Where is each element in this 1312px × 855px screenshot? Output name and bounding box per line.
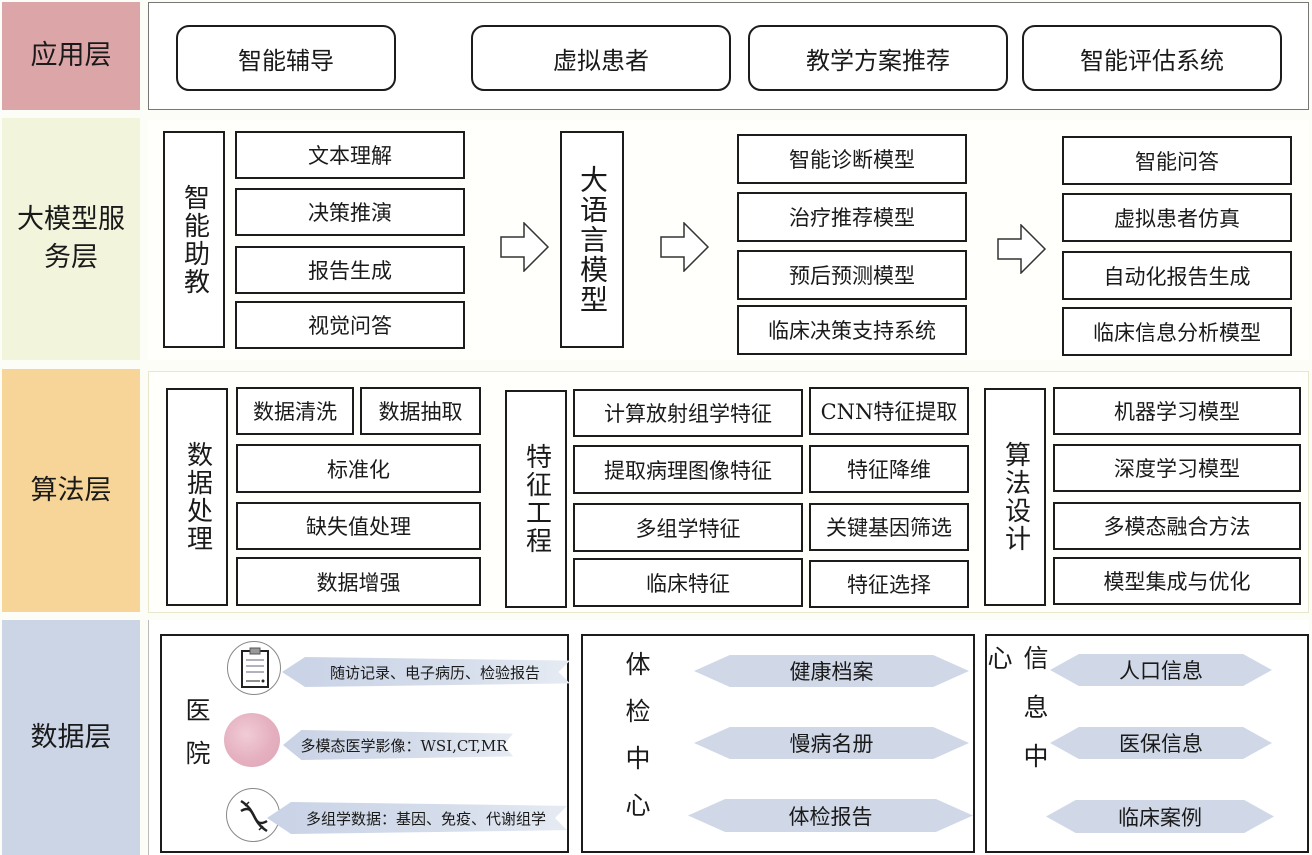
checkup-data-item: 体检报告 — [688, 799, 973, 832]
feature-engineering-title: 特征工程 — [505, 390, 567, 608]
data-processing-item: 标准化 — [236, 444, 481, 493]
algorithm-item: 模型集成与优化 — [1053, 557, 1301, 605]
assistant-item: 决策推演 — [235, 188, 465, 236]
model-item: 智能诊断模型 — [737, 134, 967, 184]
arrow-right-icon — [660, 222, 710, 272]
arrow-right-icon — [500, 222, 550, 272]
algorithm-design-title: 算法设计 — [984, 388, 1046, 606]
app-item-evaluation-system: 智能评估系统 — [1022, 25, 1282, 91]
checkup-center-title: 体检中心 — [622, 651, 651, 839]
hospital-data-item: 多模态医学影像：WSI,CT,MRI — [283, 730, 513, 760]
data-layer-label: 数据层 — [2, 620, 140, 855]
data-processing-item: 数据清洗 — [236, 387, 354, 435]
app-item-teaching-plan: 教学方案推荐 — [748, 25, 1008, 91]
llm-title: 大语言模型 — [560, 131, 624, 348]
data-processing-item: 数据抽取 — [360, 387, 481, 435]
data-processing-item: 缺失值处理 — [236, 502, 481, 550]
model-item: 治疗推荐模型 — [737, 192, 967, 242]
app-item-virtual-patient: 虚拟患者 — [471, 25, 731, 91]
feature-item: 计算放射组学特征 — [573, 389, 803, 437]
application-layer-label: 应用层 — [2, 2, 140, 110]
tissue-slide-icon — [224, 713, 280, 767]
feature-item: 特征选择 — [809, 560, 969, 608]
assistant-item: 报告生成 — [235, 246, 465, 294]
arrow-right-icon — [997, 224, 1047, 274]
model-service-layer-label: 大模型服务层 — [2, 118, 140, 360]
dna-icon — [226, 788, 280, 842]
model-item: 临床决策支持系统 — [737, 305, 967, 355]
assistant-item: 视觉问答 — [235, 301, 465, 349]
checkup-data-item: 健康档案 — [694, 655, 969, 687]
data-processing-title: 数据处理 — [166, 388, 228, 606]
output-item: 临床信息分析模型 — [1062, 307, 1292, 356]
algorithm-layer-label: 算法层 — [2, 369, 140, 612]
feature-item: 多组学特征 — [573, 503, 803, 552]
feature-item: 提取病理图像特征 — [573, 445, 803, 494]
algorithm-item: 多模态融合方法 — [1053, 502, 1301, 550]
assistant-item: 文本理解 — [235, 131, 465, 179]
assistant-title: 智能助教 — [163, 131, 225, 348]
output-item: 自动化报告生成 — [1062, 251, 1292, 300]
data-processing-item: 数据增强 — [236, 557, 481, 606]
app-item-intelligent-tutoring: 智能辅导 — [176, 25, 396, 91]
info-data-item: 临床案例 — [1046, 800, 1274, 833]
clipboard-icon — [227, 641, 281, 695]
checkup-data-item: 慢病名册 — [694, 727, 969, 759]
output-item: 虚拟患者仿真 — [1062, 193, 1292, 242]
info-data-item: 医保信息 — [1050, 727, 1272, 759]
hospital-data-item: 随访记录、电子病历、检验报告 — [282, 657, 570, 687]
algorithm-item: 机器学习模型 — [1053, 387, 1301, 435]
info-data-item: 人口信息 — [1050, 654, 1272, 686]
feature-item: 关键基因筛选 — [809, 503, 969, 551]
model-item: 预后预测模型 — [737, 250, 967, 300]
info-center-title: 信息中心 — [984, 645, 1049, 792]
algorithm-item: 深度学习模型 — [1053, 444, 1301, 492]
hospital-data-item: 多组学数据：基因、免疫、代谢组学 — [267, 802, 567, 834]
hospital-title: 医院 — [182, 697, 211, 783]
feature-item: CNN特征提取 — [809, 387, 969, 435]
output-item: 智能问答 — [1062, 136, 1292, 185]
feature-item: 特征降维 — [809, 445, 969, 493]
feature-item: 临床特征 — [573, 558, 803, 607]
